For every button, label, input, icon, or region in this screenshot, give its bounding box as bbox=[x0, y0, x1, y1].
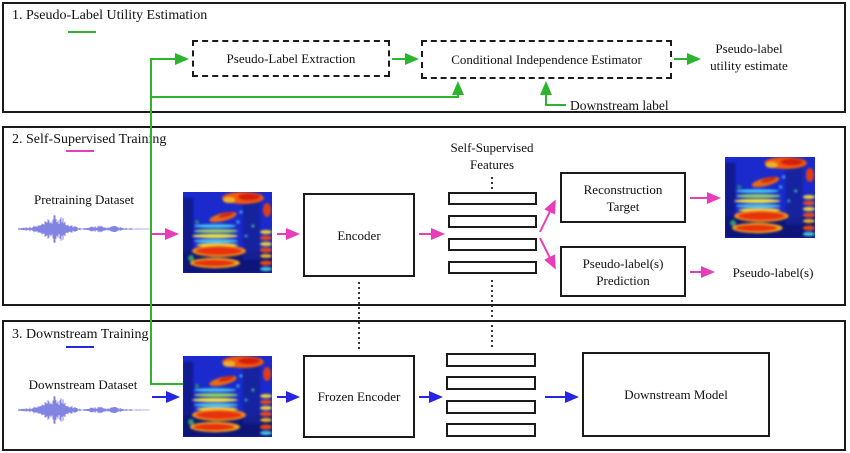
section1-title-underline bbox=[68, 31, 96, 33]
encoder-label: Encoder bbox=[337, 227, 381, 243]
ssl-feature-bar bbox=[448, 261, 537, 274]
section2-title: 2. Self-Supervised Training bbox=[12, 132, 167, 147]
pretraining-dataset-label: Pretraining Dataset bbox=[34, 192, 134, 207]
section-pseudo-label-utility-estimation bbox=[2, 2, 846, 113]
ssl-feature-bar bbox=[448, 215, 537, 228]
downstream-feature-bar bbox=[446, 376, 536, 390]
downstream-feature-bar bbox=[446, 353, 536, 367]
pretraining-waveform bbox=[18, 215, 150, 243]
downstream-model-label: Downstream Model bbox=[624, 387, 728, 402]
downstream-feature-bar bbox=[446, 400, 536, 414]
reconstruction-target-box: Reconstruction Target bbox=[560, 172, 686, 223]
pseudo-label-extraction-label: Pseudo-Label Extraction bbox=[226, 51, 356, 66]
section3-title-underline bbox=[66, 346, 94, 348]
pseudo-label-prediction-label: Pseudo-label(s) Prediction bbox=[582, 255, 664, 288]
self-supervised-features-label: Self-Supervised Features bbox=[450, 140, 534, 172]
downstream-waveform bbox=[18, 396, 150, 424]
reconstruction-target-label: Reconstruction Target bbox=[583, 181, 663, 214]
frozen-encoder-box: Frozen Encoder bbox=[303, 355, 415, 438]
pseudo-label-output-text: Pseudo-label(s) bbox=[732, 265, 814, 280]
downstream-dataset-label: Downstream Dataset bbox=[28, 377, 138, 392]
section-self-supervised-training bbox=[2, 126, 846, 306]
conditional-independence-estimator-box: Conditional Independence Estimator bbox=[421, 40, 672, 79]
conditional-independence-estimator-label: Conditional Independence Estimator bbox=[451, 52, 642, 67]
utility-estimate-output-text: Pseudo-label utility estimate bbox=[710, 41, 788, 73]
reconstruction-output-spectrogram bbox=[725, 157, 815, 238]
downstream-model-box: Downstream Model bbox=[582, 352, 770, 437]
input-spectrogram-downstream bbox=[183, 356, 272, 437]
input-spectrogram-ssl bbox=[183, 192, 272, 273]
ssl-feature-bar bbox=[448, 238, 537, 251]
pseudo-label-prediction-box: Pseudo-label(s) Prediction bbox=[560, 246, 686, 297]
section1-title: 1. Pseudo-Label Utility Estimation bbox=[12, 8, 208, 23]
pseudo-label-extraction-box: Pseudo-Label Extraction bbox=[192, 40, 390, 77]
section-downstream-training bbox=[2, 320, 846, 451]
frozen-encoder-label: Frozen Encoder bbox=[317, 389, 401, 404]
encoder-box: Encoder bbox=[303, 193, 415, 277]
downstream-feature-bar bbox=[446, 423, 536, 437]
section2-title-underline bbox=[66, 150, 94, 152]
ssl-feature-bar bbox=[448, 192, 537, 205]
downstream-label-text: Downstream label bbox=[570, 98, 669, 113]
section3-title: 3. Downstream Training bbox=[12, 327, 149, 342]
